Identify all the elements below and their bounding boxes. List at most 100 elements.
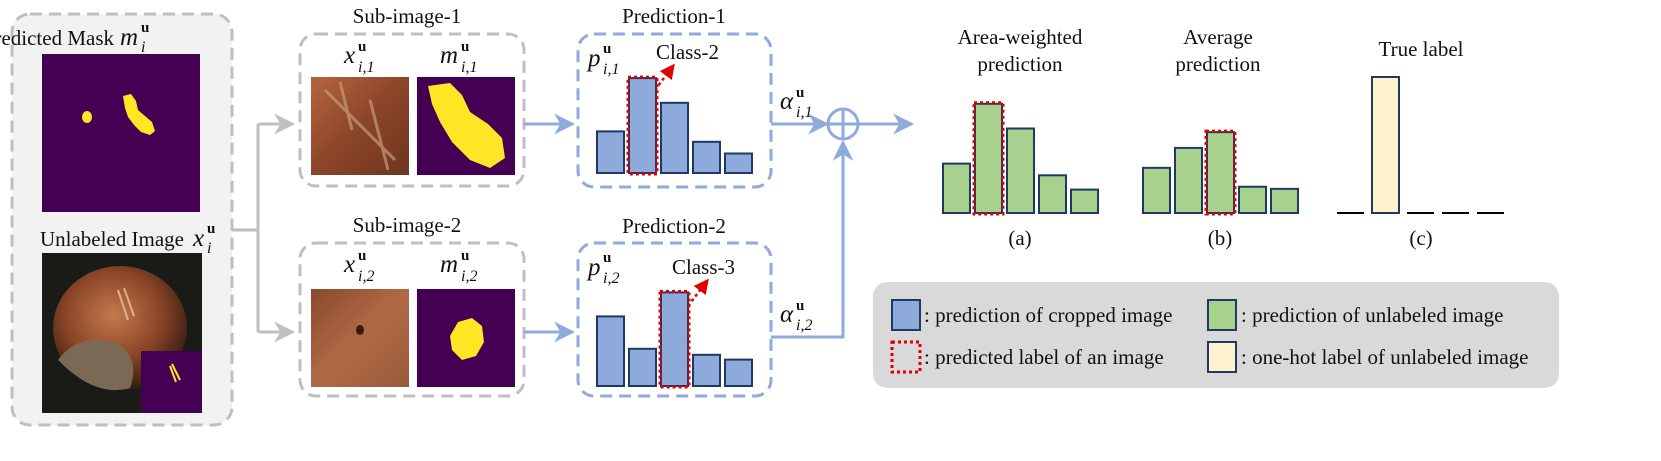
bar-class-3: [660, 101, 689, 174]
bar-class-1: [596, 315, 625, 387]
legend-item-cropped: : prediction of cropped image: [891, 299, 1172, 331]
bar-class-3: [1206, 131, 1235, 214]
legend-green-swatch: [1207, 299, 1237, 331]
mask-title-sup: u: [141, 20, 149, 36]
bar-class-2: [628, 77, 657, 174]
bar-class-4: [1238, 185, 1267, 214]
sub-image-1-frame: [298, 32, 526, 188]
sub-image-1-m-math: m: [440, 42, 458, 69]
sub-image-2-m-math: m: [440, 251, 458, 278]
output-a: Area-weighted prediction (a): [942, 25, 1099, 250]
bar-class-1: [1142, 166, 1171, 215]
prediction-2-p-math: p: [586, 254, 601, 281]
output-b-bars: [1142, 129, 1299, 216]
image-title-math: x: [192, 225, 204, 252]
legend-item-predicted-label: : predicted label of an image: [890, 340, 1164, 374]
bar-class-4: [692, 353, 721, 387]
prediction-1-bars: [596, 75, 753, 176]
bar-class-2: [1174, 146, 1203, 214]
alpha-2-sup: u: [796, 298, 804, 314]
predicted-label-highlight: [1204, 129, 1237, 216]
mask-title-math: m: [120, 24, 138, 51]
bar-class-4: [692, 140, 721, 175]
output-a-caption: (a): [1008, 226, 1031, 250]
prediction-2-p-sup: u: [603, 250, 611, 266]
bar-class-4: [1038, 174, 1067, 215]
bar-class-2: [628, 347, 657, 387]
unlabeled-image: [42, 253, 202, 413]
sub-image-2-title: Sub-image-2: [353, 213, 461, 237]
sub-image-2-crop: [311, 289, 409, 387]
prediction-2-class-pointer: [687, 278, 709, 307]
alpha-1-sub: i,1: [796, 104, 812, 121]
sub-image-2-m-sub: i,2: [461, 268, 477, 285]
legend-cream-swatch: [1207, 341, 1237, 373]
bar-class-1: [942, 162, 971, 215]
sub-image-1-m-sub: i,1: [461, 59, 477, 76]
output-b-caption: (b): [1208, 226, 1233, 250]
bar-class-3: [1006, 127, 1035, 214]
mask-title-sub: i: [141, 39, 145, 56]
aggregation: α u i,1 α u i,2: [771, 85, 915, 339]
sub-image-2-frame: [298, 241, 526, 398]
sub-image-1-x-sup: u: [358, 39, 366, 55]
alpha-2-sub: i,2: [796, 317, 812, 334]
legend-item-cropped-text: : prediction of cropped image: [924, 303, 1172, 327]
image-title: Unlabeled Image: [40, 227, 184, 251]
output-a-title-line-1: Area-weighted: [958, 25, 1083, 49]
sub-image-2-m-sup: u: [461, 248, 469, 264]
sub-image-2-mask: [417, 289, 515, 387]
sub-image-1-x-math: x: [343, 42, 355, 69]
sub-image-2-x-math: x: [343, 251, 355, 278]
legend-item-unlabeled: : prediction of unlabeled image: [1207, 299, 1503, 331]
bar-class-5: [1270, 187, 1299, 215]
sum-operator-icon: [826, 107, 860, 141]
legend: : prediction of cropped image : predicti…: [873, 282, 1559, 388]
prediction-2-frame: [576, 241, 773, 398]
predicted-label-highlight: [972, 101, 1005, 216]
bar-class-1: [596, 130, 625, 174]
alpha-1-math: α: [780, 88, 794, 115]
output-b-title-line-1: Average: [1183, 25, 1253, 49]
alpha-2-math: α: [780, 301, 794, 328]
bar-class-2: [974, 102, 1003, 214]
image-title-sup: u: [207, 221, 215, 237]
output-c: True label (c): [1337, 37, 1504, 250]
prediction-2-title: Prediction-2: [622, 214, 726, 238]
sub-image-1-crop: [311, 77, 409, 175]
legend-item-one-hot-text: : one-hot label of unlabeled image: [1241, 345, 1528, 369]
legend-item-predicted-label-text: : predicted label of an image: [924, 345, 1164, 369]
prediction-1-class-label: Class-2: [656, 40, 719, 64]
prediction-1-class-pointer: [654, 63, 675, 91]
sub-image-1-panel: Sub-image-1 x u i,1 m u i,1: [298, 4, 526, 188]
bar-class-3: [660, 291, 689, 387]
output-a-bars: [942, 101, 1099, 216]
predicted-mask-image: [42, 54, 200, 212]
prediction-1-panel: Prediction-1 p u i,1 Class-2: [576, 4, 773, 189]
mask-title: Predicted Mask: [0, 26, 114, 50]
split-arrows: [232, 113, 296, 343]
legend-dotted-red-swatch: [890, 340, 922, 374]
sub-image-2-panel: Sub-image-2 x u i,2 m u i,2: [298, 213, 526, 398]
prediction-1-p-sup: u: [603, 41, 611, 57]
inset-mask-thumbnail: [141, 351, 202, 413]
predicted-label-highlight: [658, 289, 691, 389]
alpha-1-sup: u: [796, 85, 804, 101]
bar-class-5: [1070, 188, 1099, 215]
bar-class-2: [1371, 76, 1400, 214]
predicted-label-highlight: [626, 75, 659, 176]
legend-blue-swatch: [891, 299, 921, 331]
prediction-2-p-sub: i,2: [603, 270, 619, 287]
prediction-1-frame: [576, 32, 773, 189]
sub-image-1-title: Sub-image-1: [353, 4, 461, 28]
input-panel: Predicted Mask m u i Unlabeled Image x u…: [0, 12, 234, 427]
sub-image-2-x-sub: i,2: [358, 268, 374, 285]
prediction-2-panel: Prediction-2 p u i,2 Class-3: [576, 214, 773, 398]
prediction-2-class-label: Class-3: [672, 255, 735, 279]
legend-item-unlabeled-text: : prediction of unlabeled image: [1241, 303, 1503, 327]
sub-image-1-x-sub: i,1: [358, 59, 374, 76]
bar-class-5: [724, 152, 753, 174]
output-c-title: True label: [1379, 37, 1464, 61]
output-b-title-line-2: prediction: [1175, 52, 1261, 76]
